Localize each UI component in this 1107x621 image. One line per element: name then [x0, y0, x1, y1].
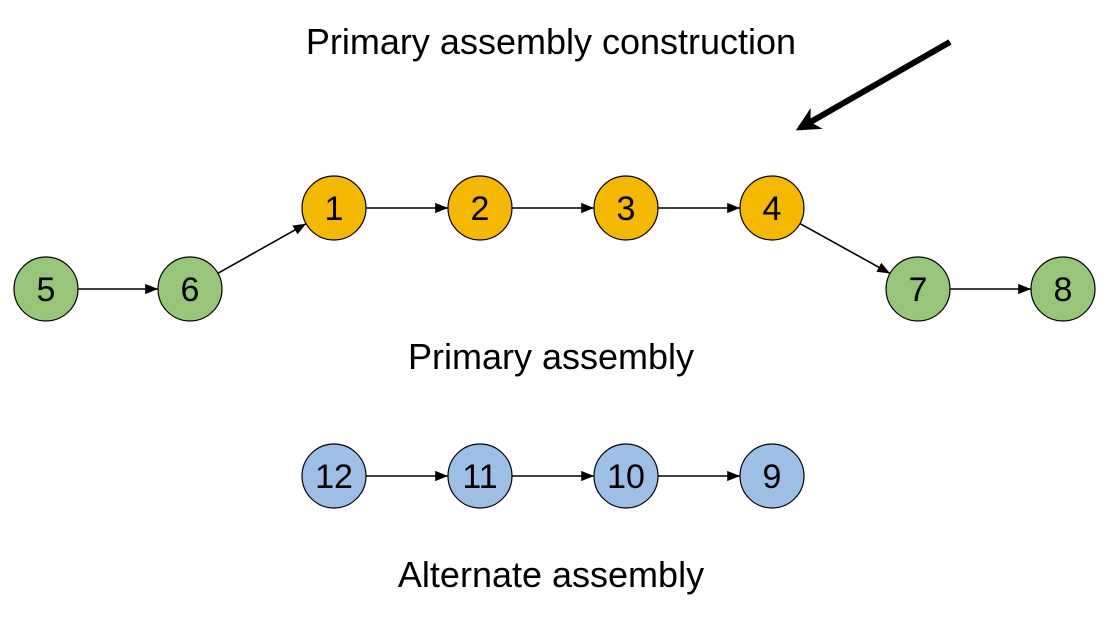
node-7: 7 [885, 256, 951, 322]
node-circle [739, 443, 805, 509]
node-3: 3 [593, 175, 659, 241]
construction-pointer-arrow [795, 39, 952, 131]
primary-assembly-label: Primary assembly [408, 336, 694, 377]
node-circle [885, 256, 951, 322]
node-5: 5 [13, 256, 79, 322]
edges-layer [78, 202, 1031, 482]
alternate-assembly-label: Alternate assembly [398, 554, 704, 595]
node-circle [447, 175, 513, 241]
construction-label: Primary assembly construction [306, 21, 796, 62]
node-label: 12 [315, 458, 353, 496]
node-12: 12 [301, 443, 367, 509]
node-label: 11 [462, 458, 497, 496]
node-circle [593, 175, 659, 241]
node-label: 5 [37, 271, 56, 309]
node-label: 3 [617, 190, 636, 228]
node-circle [593, 443, 659, 509]
node-circle [301, 443, 367, 509]
node-circle [447, 443, 513, 509]
node-10: 10 [593, 443, 659, 509]
node-label: 10 [607, 458, 645, 496]
node-label: 4 [763, 190, 782, 228]
node-label: 2 [471, 190, 490, 228]
node-circle [13, 256, 79, 322]
node-6: 6 [157, 256, 223, 322]
edge-n6-to-n1 [217, 222, 307, 275]
node-label: 6 [181, 271, 200, 309]
node-label: 9 [763, 458, 782, 496]
node-circle [301, 175, 367, 241]
node-9: 9 [739, 443, 805, 509]
node-label: 7 [909, 271, 928, 309]
node-circle [1030, 256, 1096, 322]
edge-n4-to-n7 [799, 222, 891, 275]
node-label: 8 [1054, 271, 1073, 309]
node-11: 11 [447, 443, 513, 509]
node-circle [157, 256, 223, 322]
node-8: 8 [1030, 256, 1096, 322]
node-label: 1 [325, 190, 344, 228]
node-circle [739, 175, 805, 241]
node-1: 1 [301, 175, 367, 241]
node-4: 4 [739, 175, 805, 241]
node-2: 2 [447, 175, 513, 241]
